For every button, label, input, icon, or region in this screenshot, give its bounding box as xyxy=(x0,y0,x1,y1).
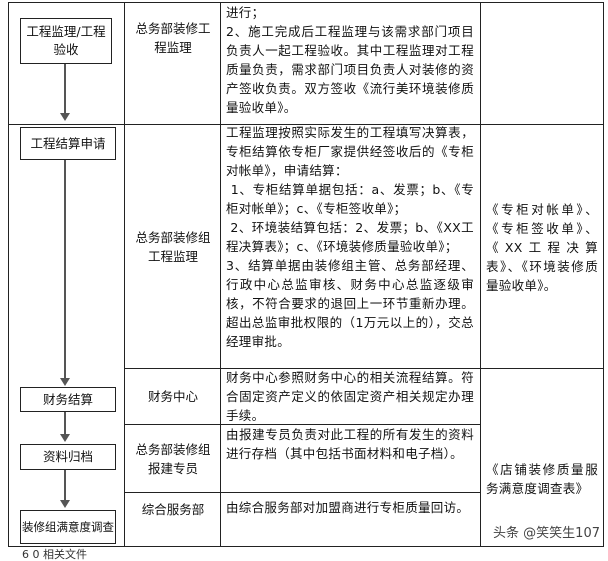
content-cell-2: 工程监理按照实际发生的工程填写决算表，专柜结算依专柜厂家提供经签收后的《专柜对帐… xyxy=(226,125,474,349)
flow-step-label: 财务结算 xyxy=(42,391,93,407)
flow-step-label: 装修组满意度调查 xyxy=(22,519,114,534)
table-border-bottom xyxy=(8,546,604,547)
col-divider-3 xyxy=(480,2,481,547)
flow-connector-2 xyxy=(64,160,66,380)
flow-step-engineering-acceptance: 工程监理/工程验收 xyxy=(20,18,112,64)
col-divider-1 xyxy=(124,2,125,547)
row-divider-1 xyxy=(8,124,604,125)
flow-connector-3 xyxy=(64,412,66,436)
docs-cell-settlement: 《专柜对帐单》、《专柜签收单》、《XX工程决算表》、《环境装修质量验收单》。 xyxy=(486,202,598,293)
section-heading-fragment: 6 0 相关文件 xyxy=(22,548,87,561)
content-cell-5: 由综合服务部对加盟商进行专柜质量回访。 xyxy=(226,500,470,515)
flow-step-satisfaction-survey: 装修组满意度调查 xyxy=(20,510,116,544)
flow-step-label: 工程结算申请 xyxy=(30,135,106,151)
flow-step-settlement-request: 工程结算申请 xyxy=(20,127,116,160)
flow-arrow-3 xyxy=(60,434,70,442)
row-divider-2 xyxy=(124,368,604,369)
table-border-top xyxy=(8,2,604,3)
dept-cell-3: 财务中心 xyxy=(130,369,216,424)
dept-label: 总务部装修组报建专员 xyxy=(135,441,211,476)
col-divider-2 xyxy=(220,2,221,547)
watermark-text: 头条 @笑笑生107 xyxy=(491,522,602,541)
content-cell-3: 财务中心参照财务中心的相关流程结算。符合固定资产定义的依固定资产相关规定办理手续… xyxy=(226,370,474,423)
flow-arrow-1 xyxy=(60,113,70,121)
dept-cell-2: 总务部装修组工程监理 xyxy=(130,126,216,368)
flow-arrow-2 xyxy=(60,378,70,386)
content-cell-1: 进行； 2、施工完成后工程监理与该需求部门项目负责人一起工程验收。其中工程监理对… xyxy=(226,5,474,115)
row-divider-4 xyxy=(124,492,480,493)
flow-connector-4 xyxy=(64,470,66,502)
flow-connector-1 xyxy=(64,64,66,114)
dept-label: 总务部装修组工程监理 xyxy=(135,230,211,264)
flow-step-financial-settlement: 财务结算 xyxy=(20,387,116,412)
dept-label: 财务中心 xyxy=(147,389,198,404)
flow-step-archiving: 资料归档 xyxy=(20,444,116,470)
flow-arrow-4 xyxy=(60,500,70,508)
flow-step-label: 工程监理/工程验收 xyxy=(26,24,106,57)
docs-cell-survey: 《店铺装修质量服务满意度调查表》 xyxy=(486,462,598,496)
row-divider-3 xyxy=(124,424,480,425)
dept-cell-4: 总务部装修组报建专员 xyxy=(130,425,216,492)
content-cell-4: 由报建专员负责对此工程的所有发生的资料进行存档（其中包括书面材料和电子档）。 xyxy=(226,427,474,461)
table-border-left xyxy=(8,2,9,547)
dept-label: 综合服务部 xyxy=(141,501,205,517)
flow-step-label: 资料归档 xyxy=(42,449,93,464)
dept-cell-5: 综合服务部 xyxy=(130,493,216,525)
table-border-right xyxy=(603,2,604,547)
dept-cell-1: 总务部装修工程监理 xyxy=(130,8,216,68)
dept-label: 总务部装修工程监理 xyxy=(135,21,211,55)
